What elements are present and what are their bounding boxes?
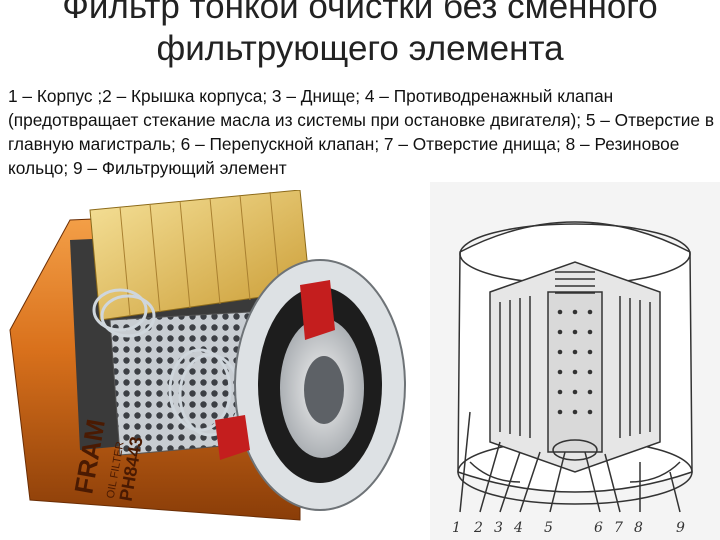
filter-technical-drawing: 1 2 3 4 5 6 7 8 9 bbox=[430, 182, 720, 540]
filter-cutaway-photo: FRAM OIL FILTER PH8443 bbox=[9, 190, 406, 521]
callout-5: 5 bbox=[544, 520, 553, 536]
callout-1: 1 bbox=[452, 520, 461, 536]
photo-gasket bbox=[300, 280, 335, 340]
callout-4: 4 bbox=[513, 520, 523, 536]
callout-8: 8 bbox=[634, 520, 643, 536]
callout-7: 7 bbox=[614, 520, 623, 536]
callout-6: 6 bbox=[594, 520, 603, 536]
callout-9: 9 bbox=[676, 520, 685, 536]
callout-3: 3 bbox=[494, 520, 503, 536]
page-title: Фильтр тонкой очистки без сменного фильт… bbox=[62, 0, 658, 68]
callout-2: 2 bbox=[473, 520, 483, 536]
caption-legend: 1 – Корпус ;2 – Крышка корпуса; 3 – Днищ… bbox=[8, 86, 715, 178]
